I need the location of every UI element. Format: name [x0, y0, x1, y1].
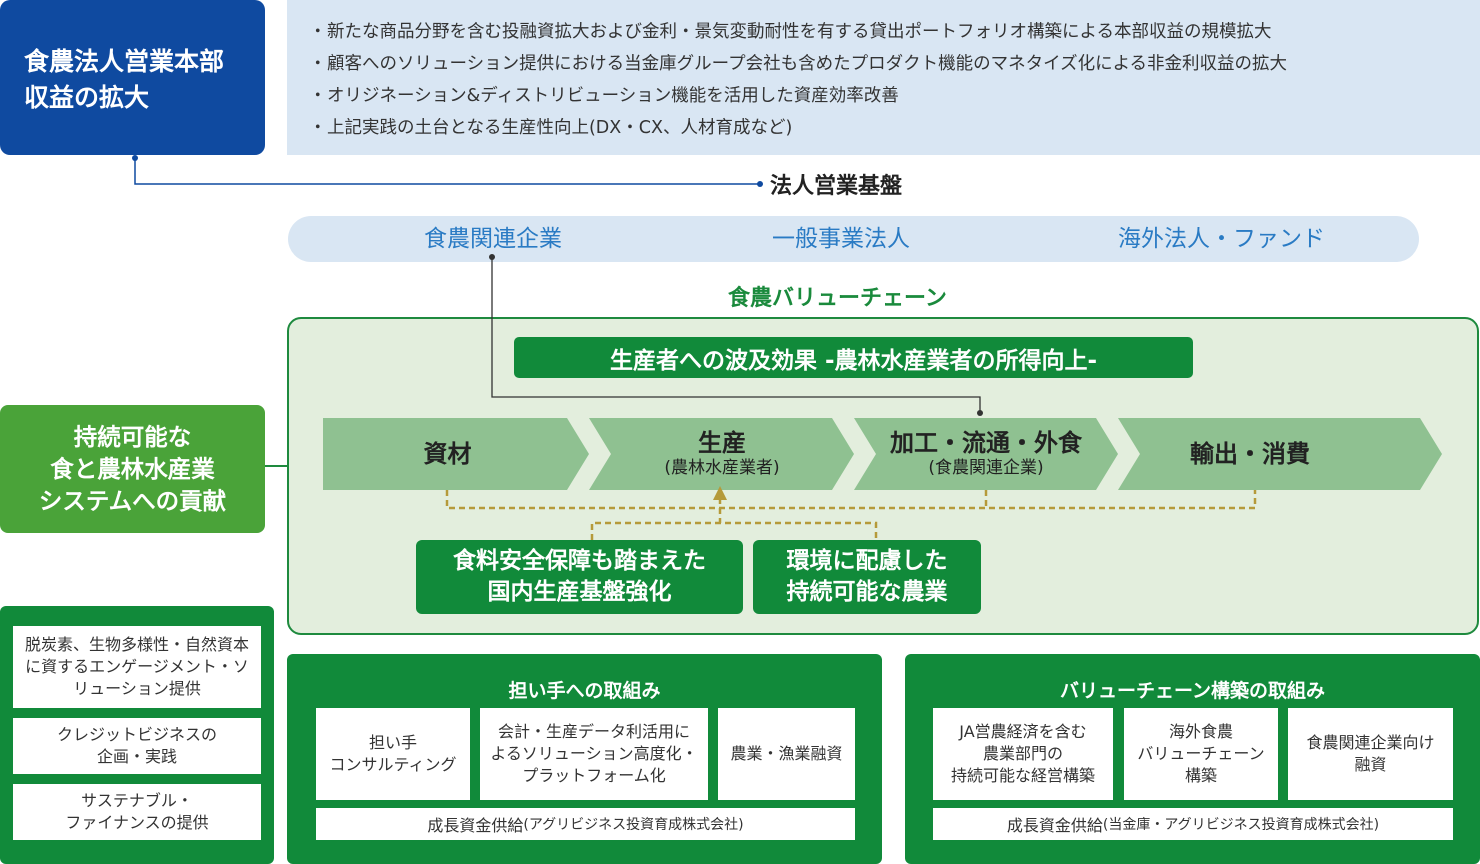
- initiative-item-line: 食農関連企業向け: [1306, 733, 1435, 752]
- initiative-item-line: 農業・漁業融資: [730, 744, 843, 763]
- producer-impact-banner: 生産者への波及効果 -農林水産業者の所得向上-: [514, 337, 1193, 378]
- initiative-item-line: 農業部門の: [982, 744, 1063, 763]
- initiative-item-line: バリューチェーン: [1137, 744, 1265, 763]
- sustainable-system-box: 持続可能な 食と農林水産業 システムへの貢献: [0, 405, 265, 533]
- bullet-icon: ・: [309, 22, 327, 42]
- goal-text: 顧客へのソリューション提供における当金庫グループ会社も含めたプロダクト機能のマネ…: [327, 54, 1288, 74]
- goal-item: ・新たな商品分野を含む投融資拡大および金利・景気変動耐性を有する貸出ポートフォリ…: [309, 16, 1480, 48]
- initiative-item-line: 持続可能な経営構築: [950, 766, 1095, 785]
- hq-revenue-box: 食農法人営業本部 収益の拡大: [0, 0, 265, 155]
- initiative-title: バリューチェーン構築の取組み: [1059, 679, 1326, 702]
- left-item-engagement: 脱炭素、生物多様性・自然資本 に資するエンゲージメント・ソ リューション提供: [13, 626, 261, 708]
- left-item-line: に資するエンゲージメント・ソ: [25, 657, 249, 676]
- segment-to-processing-line: [491, 256, 981, 413]
- target-sustainable-agri: 環境に配慮した 持続可能な農業: [753, 540, 981, 614]
- left-item-line: サステナブル・: [81, 791, 193, 810]
- goal-text: 新たな商品分野を含む投融資拡大および金利・景気変動耐性を有する貸出ポートフォリオ…: [327, 22, 1272, 42]
- base-connector-dot: [757, 181, 763, 187]
- funding-label: 成長資金供給: [427, 816, 524, 835]
- sustainability-initiatives-panel: 脱炭素、生物多様性・自然資本 に資するエンゲージメント・ソ リューション提供 ク…: [0, 606, 274, 864]
- target-food-security-line2: 国内生産基盤強化: [487, 579, 672, 605]
- sustain-line1: 持続可能な: [73, 423, 192, 451]
- dotted-connectors: [445, 490, 1257, 540]
- target-sustainable-agri-line2: 持続可能な農業: [786, 579, 948, 605]
- funding-label: 成長資金供給: [1006, 816, 1103, 835]
- chevron-materials: [323, 418, 589, 490]
- goals-panel: ・新たな商品分野を含む投融資拡大および金利・景気変動耐性を有する貸出ポートフォリ…: [287, 0, 1480, 155]
- value-chain-title: 食農バリューチェーン: [728, 286, 947, 311]
- arrow-up-icon: [713, 486, 727, 500]
- stage-processing-label: 加工・流通・外食: [890, 429, 1082, 458]
- target-food-security: 食料安全保障も踏まえた 国内生産基盤強化: [416, 540, 743, 614]
- stage-production-sub: (農林水産業者): [664, 458, 780, 479]
- initiative-item: 海外食農 バリューチェーン 構築: [1124, 708, 1278, 800]
- left-item-line: リューション提供: [73, 679, 201, 698]
- funding-note: (アグリビジネス投資育成株式会社): [523, 817, 744, 833]
- stage-production: 生産 (農林水産業者): [612, 420, 832, 488]
- target-food-security-line1: 食料安全保障も踏まえた: [453, 548, 706, 574]
- initiative-funding: 成長資金供給(当金庫・アグリビジネス投資育成株式会社): [933, 808, 1453, 840]
- stage-production-label: 生産: [698, 429, 746, 458]
- stage-materials: 資材: [330, 418, 565, 490]
- chevron-production: [589, 418, 854, 490]
- stage-processing-sub: (食農関連企業): [928, 458, 1044, 479]
- segment-food-agri-companies: 食農関連企業: [424, 226, 562, 252]
- initiative-item: JA営農経済を含む 農業部門の 持続可能な経営構築: [933, 708, 1113, 800]
- funding-note: (当金庫・アグリビジネス投資育成株式会社): [1102, 817, 1380, 833]
- initiative-title: 担い手への取組み: [508, 679, 661, 702]
- segment-connector-dot: [489, 254, 495, 260]
- initiative-item-line: よるソリューション高度化・: [490, 744, 698, 763]
- initiative-item: 担い手 コンサルティング: [316, 708, 470, 800]
- goal-item: ・上記実践の土台となる生産性向上(DX・CX、人材育成など): [309, 112, 1480, 144]
- goal-text: オリジネーション&ディストリビューション機能を活用した資産効率改善: [327, 86, 899, 106]
- stage-export-label: 輸出・消費: [1190, 440, 1310, 468]
- goal-item: ・顧客へのソリューション提供における当金庫グループ会社も含めたプロダクト機能のマ…: [309, 48, 1480, 80]
- target-sustainable-agri-line1: 環境に配慮した: [786, 548, 948, 574]
- left-item-line: ファイナンスの提供: [65, 813, 209, 832]
- sustain-line2: 食と農林水産業: [50, 455, 215, 483]
- left-item-line: 企画・実践: [96, 747, 177, 766]
- initiative-item-line: JA営農経済を含む: [959, 722, 1087, 741]
- sustain-line3: システムへの貢献: [38, 487, 227, 515]
- chevron-export: [1118, 418, 1442, 490]
- segment-general-corporations: 一般事業法人: [772, 226, 910, 252]
- initiative-item-line: コンサルティング: [329, 755, 457, 774]
- initiative-item: 会計・生産データ利活用に よるソリューション高度化・ プラットフォーム化: [480, 708, 708, 800]
- goal-item: ・オリジネーション&ディストリビューション機能を活用した資産効率改善: [309, 80, 1480, 112]
- left-item-line: 脱炭素、生物多様性・自然資本: [24, 635, 249, 654]
- left-item-line: クレジットビジネスの: [56, 725, 217, 744]
- processing-connector-dot: [977, 410, 983, 416]
- bullet-icon: ・: [309, 118, 327, 138]
- initiative-item-line: 構築: [1184, 766, 1217, 785]
- initiative-item-line: プラットフォーム化: [522, 766, 666, 785]
- goal-text: 上記実践の土台となる生産性向上(DX・CX、人材育成など): [327, 118, 793, 138]
- stage-export: 輸出・消費: [1140, 418, 1360, 490]
- initiative-item-line: 融資: [1354, 755, 1387, 774]
- initiative-item: 食農関連企業向け 融資: [1288, 708, 1453, 800]
- bullet-icon: ・: [309, 86, 327, 106]
- hq-line1: 食農法人営業本部: [24, 47, 225, 76]
- chevron-processing: [854, 418, 1118, 490]
- left-item-sustainable-finance: サステナブル・ ファイナンスの提供: [13, 784, 261, 840]
- initiative-item-line: 会計・生産データ利活用に: [497, 722, 690, 741]
- initiative-item-line: 担い手: [368, 733, 417, 752]
- corporate-base-title: 法人営業基盤: [770, 174, 903, 199]
- stage-processing: 加工・流通・外食 (食農関連企業): [876, 420, 1096, 488]
- initiative-panel-farmers: 担い手への取組み 担い手 コンサルティング 会計・生産データ利活用に よるソリュ…: [287, 654, 882, 864]
- hq-line2: 収益の拡大: [24, 83, 150, 112]
- initiative-item: 農業・漁業融資: [718, 708, 855, 800]
- initiative-item-line: 海外食農: [1168, 722, 1233, 741]
- initiative-panel-value-chain: バリューチェーン構築の取組み JA営農経済を含む 農業部門の 持続可能な経営構築…: [905, 654, 1480, 864]
- hq-connector: [134, 158, 760, 185]
- hq-connector-dot: [132, 155, 138, 161]
- initiative-funding: 成長資金供給(アグリビジネス投資育成株式会社): [316, 808, 855, 840]
- stage-materials-label: 資材: [423, 440, 472, 468]
- left-item-credit-business: クレジットビジネスの 企画・実践: [13, 718, 261, 774]
- segment-bar: 食農関連企業 一般事業法人 海外法人・ファンド: [288, 216, 1419, 262]
- segment-overseas-funds: 海外法人・ファンド: [1118, 226, 1325, 252]
- bullet-icon: ・: [309, 54, 327, 74]
